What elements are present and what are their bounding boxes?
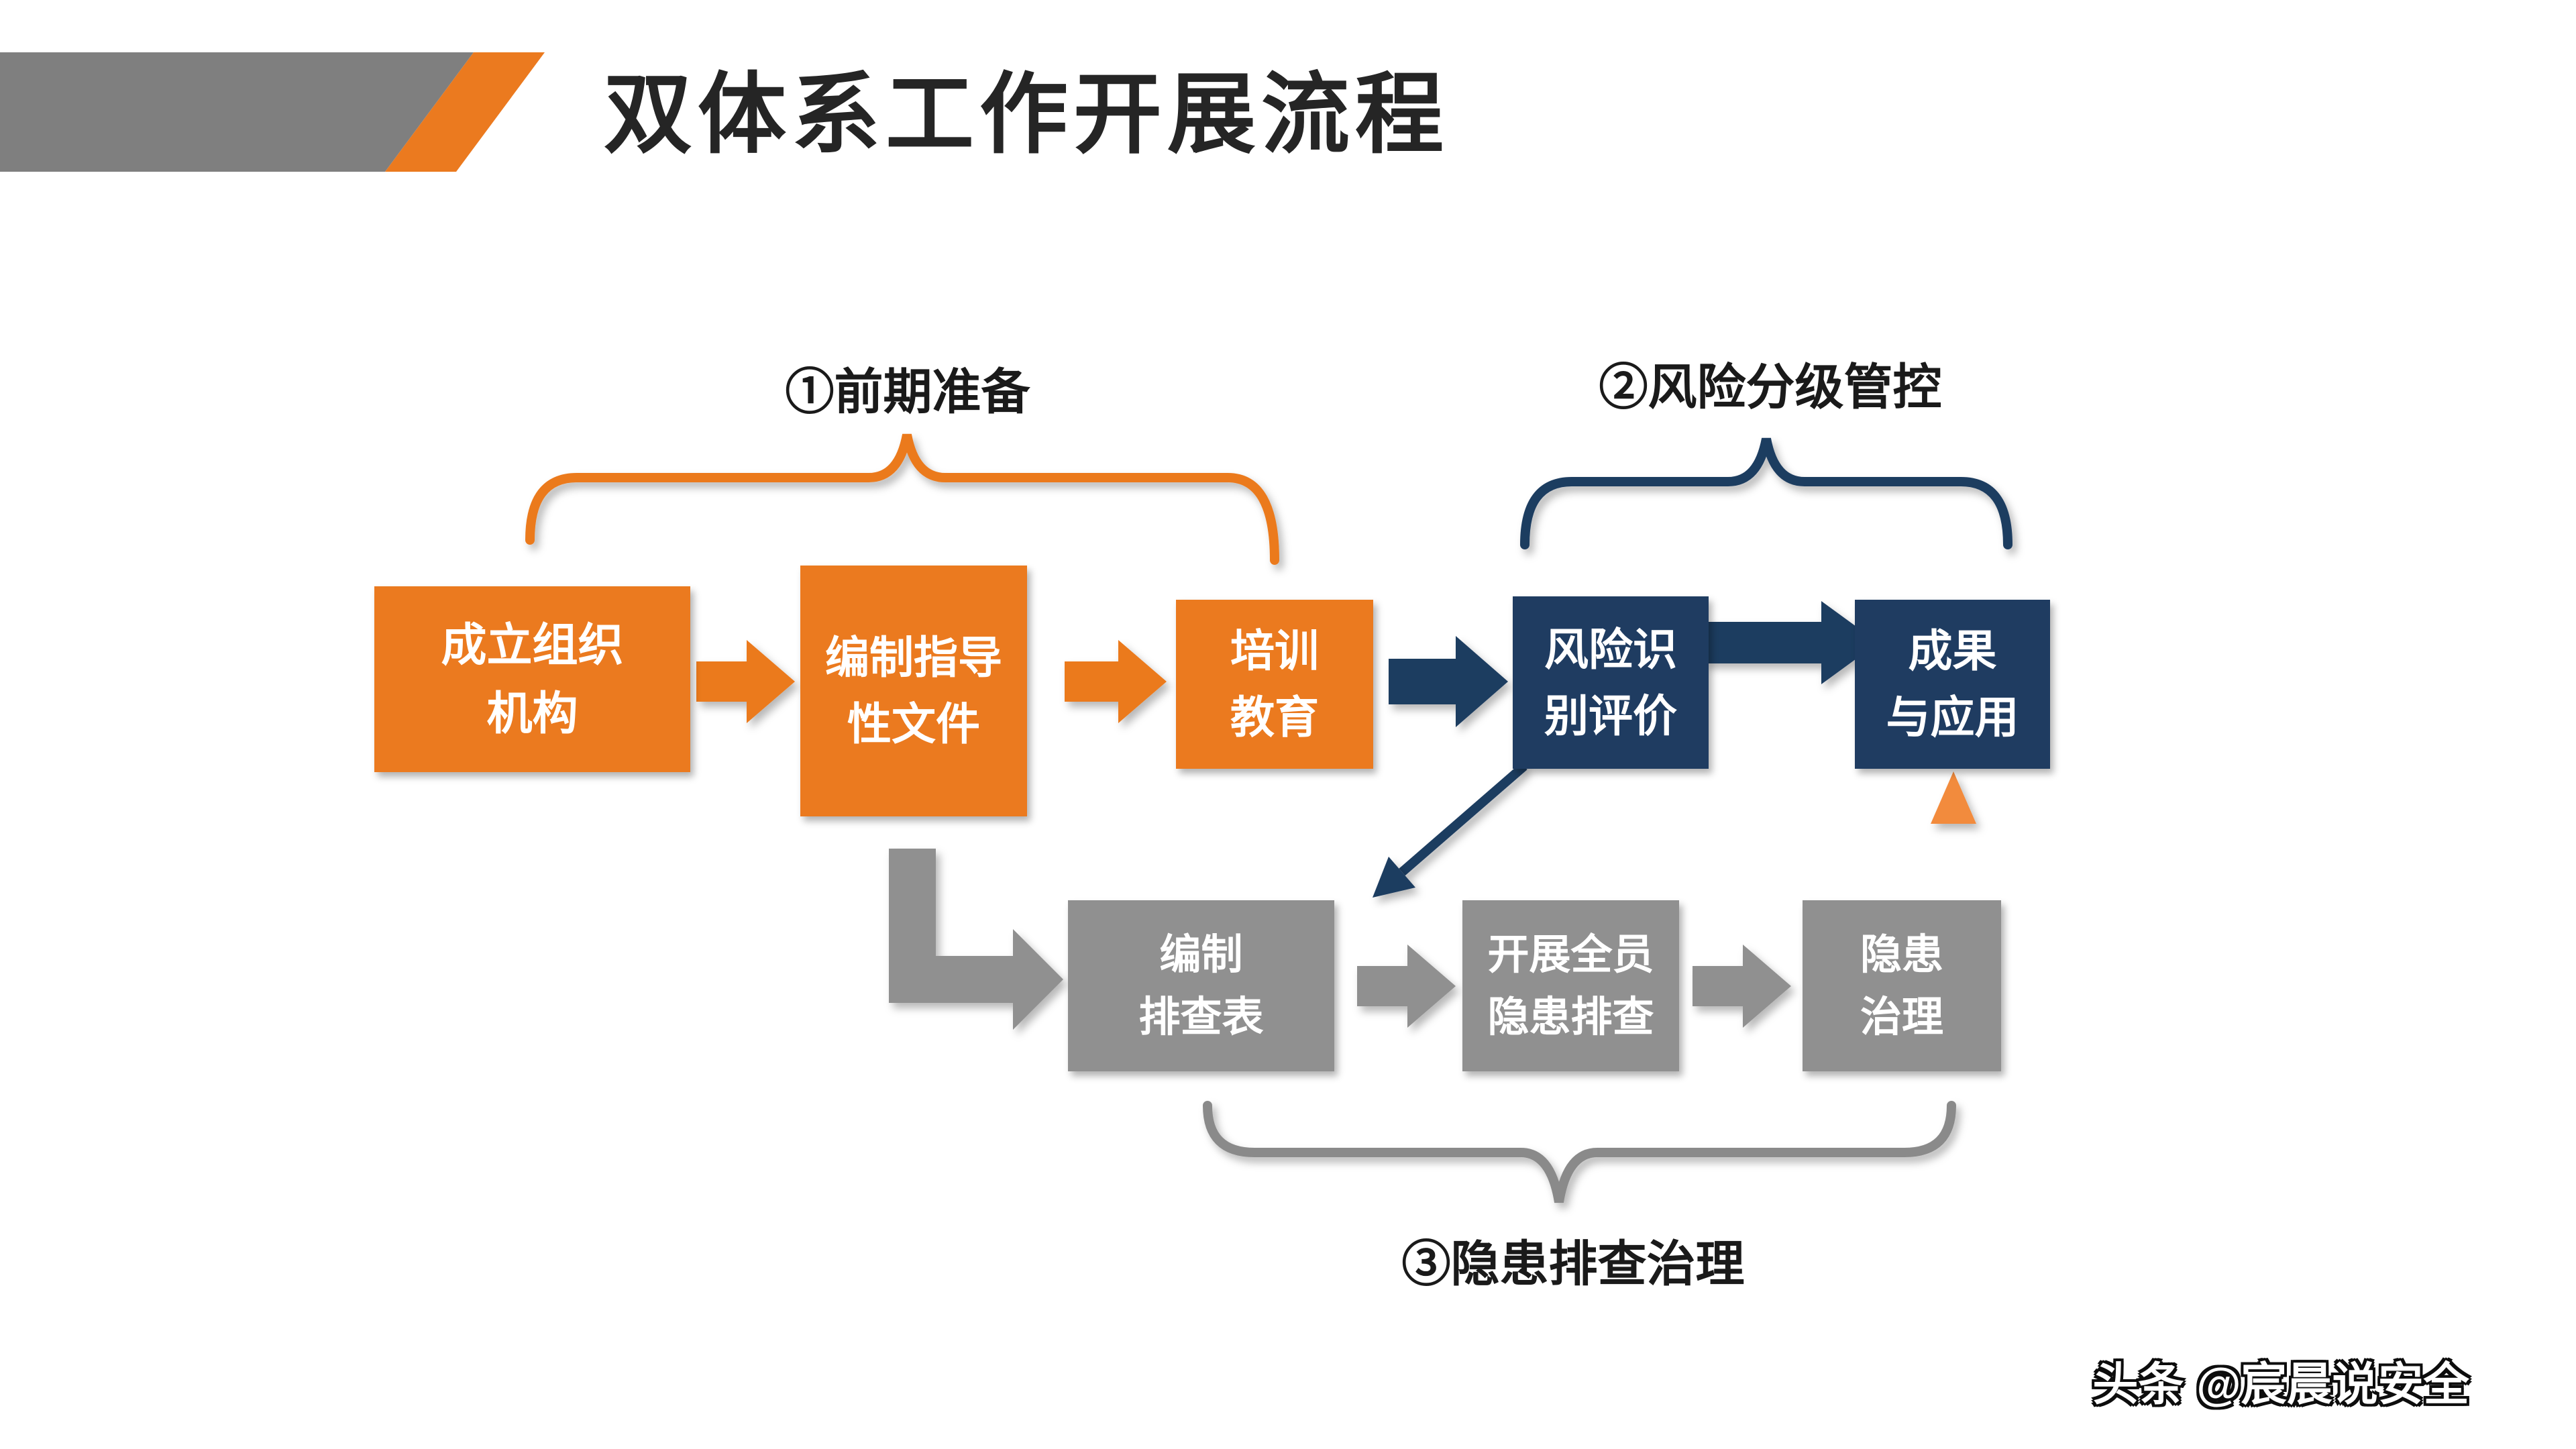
arrow-training-to-risk	[1389, 636, 1508, 727]
arrow-treatment-to-results-head	[1931, 771, 1976, 824]
box-line: 隐患排查	[1487, 994, 1654, 1040]
flow-box-training: 培训 教育	[1176, 600, 1373, 769]
flow-box-org: 成立组织 机构	[374, 586, 690, 772]
box-line: 教育	[1230, 692, 1319, 742]
brace-hazard-treatment	[1203, 1101, 1956, 1203]
flow-box-results: 成果 与应用	[1855, 600, 2050, 769]
arrow-risk-to-results	[1704, 601, 1878, 684]
box-line: 与应用	[1886, 692, 2019, 742]
box-line: 别评价	[1544, 690, 1677, 741]
box-line: 成果	[1908, 626, 1997, 676]
arrow-checklist-to-inspection	[1357, 945, 1456, 1028]
brace-preparation	[525, 433, 1279, 565]
arrow-risk-to-checklist-head	[1373, 857, 1415, 898]
watermark: 头条 @宸晨说安全	[2092, 1359, 2469, 1410]
box-line: 性文件	[847, 699, 980, 749]
arrow-org-to-docs	[696, 640, 795, 723]
section-label-preparation: ①前期准备	[785, 365, 1030, 419]
page-title: 双体系工作开展流程	[604, 62, 1449, 166]
box-line: 编制	[1159, 931, 1243, 978]
flow-box-inspection: 开展全员 隐患排查	[1462, 900, 1679, 1071]
arrow-docs-to-training	[1065, 640, 1167, 723]
flow-box-risk: 风险识 别评价	[1513, 596, 1709, 769]
box-line: 隐患	[1860, 931, 1943, 978]
arrow-inspection-to-treatment	[1693, 945, 1791, 1028]
flow-box-treatment: 隐患 治理	[1803, 900, 2001, 1071]
box-line: 成立组织	[441, 619, 624, 671]
section-label-risk-control: ②风险分级管控	[1599, 360, 1942, 415]
elbow-docs-to-checklist	[889, 849, 1063, 1030]
flow-box-docs: 编制指导 性文件	[800, 566, 1027, 816]
flow-box-checklist: 编制 排查表	[1068, 900, 1334, 1071]
box-line: 机构	[486, 688, 578, 739]
box-line: 培训	[1230, 626, 1319, 676]
box-line: 风险识	[1544, 624, 1677, 674]
box-line: 编制指导	[825, 633, 1002, 682]
arrow-risk-to-checklist-line	[1399, 762, 1527, 876]
box-line: 治理	[1860, 994, 1943, 1040]
header-gray-bar	[0, 52, 474, 172]
header-orange-stripe	[385, 52, 545, 172]
section-label-hazard-treatment: ③隐患排查治理	[1401, 1237, 1745, 1291]
brace-risk-control	[1520, 437, 2012, 549]
box-line: 开展全员	[1487, 931, 1654, 978]
box-line: 排查表	[1138, 994, 1264, 1040]
